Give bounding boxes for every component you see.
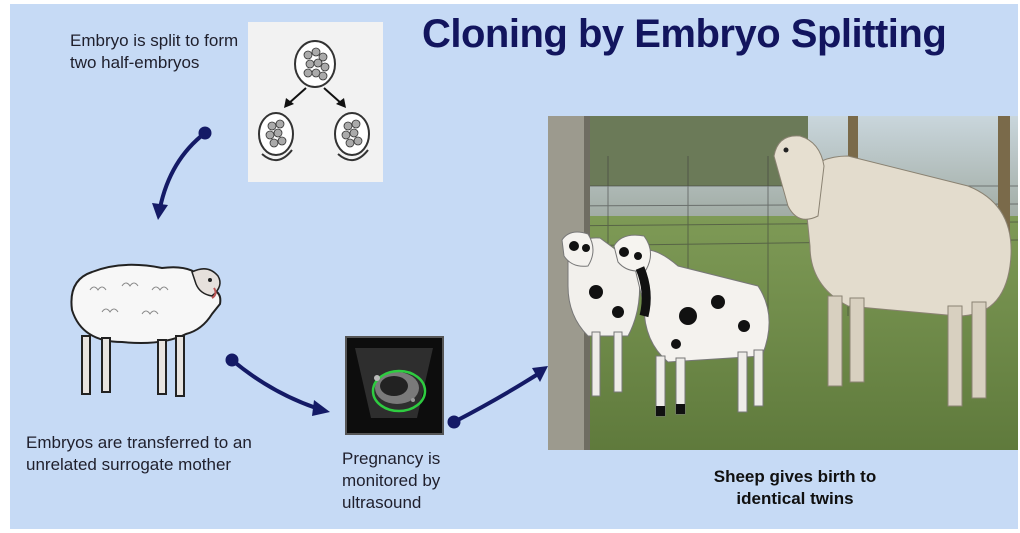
caption-birth: Sheep gives birth to identical twins — [690, 466, 900, 510]
caption-pregnancy: Pregnancy is monitored by ultrasound — [342, 448, 440, 514]
surrogate-sheep-illustration — [62, 250, 228, 408]
ultrasound-image — [345, 336, 444, 435]
sheep-with-twins-photo — [548, 116, 1018, 450]
caption-pregnancy-line1: Pregnancy is — [342, 448, 440, 470]
arrow-sheep-to-ultrasound — [226, 354, 330, 416]
twins-photo-icon — [548, 116, 1018, 450]
sheep-icon — [62, 250, 228, 408]
arrow-split-to-sheep — [152, 127, 211, 220]
caption-transfer-line2: unrelated surrogate mother — [26, 454, 252, 476]
caption-birth-line2: identical twins — [690, 488, 900, 510]
caption-transfer-line1: Embryos are transferred to an — [26, 432, 252, 454]
caption-pregnancy-line2: monitored by — [342, 470, 440, 492]
caption-transfer: Embryos are transferred to an unrelated … — [26, 432, 252, 476]
caption-birth-line1: Sheep gives birth to — [690, 466, 900, 488]
caption-pregnancy-line3: ultrasound — [342, 492, 440, 514]
ultrasound-icon — [347, 338, 442, 433]
arrow-ultrasound-to-birth — [448, 366, 548, 428]
